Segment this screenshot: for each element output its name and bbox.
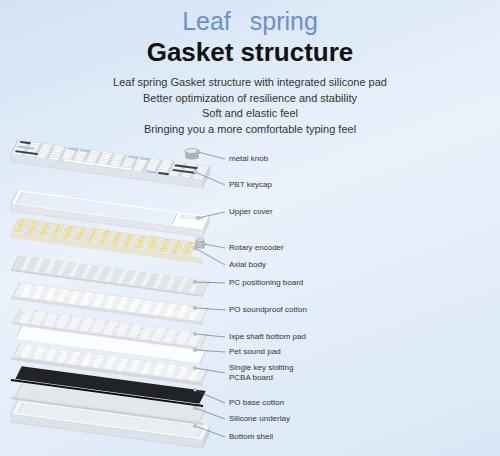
- part-label: Single key slotting PCBA board: [229, 363, 309, 383]
- title: Leaf spring Gasket structure: [143, 6, 357, 68]
- part-label: Pet sound pad: [229, 347, 281, 357]
- part-label: PO soundproof cotton: [229, 305, 307, 315]
- subtitle-line: Bringing you a more comfortable typing f…: [0, 123, 500, 136]
- leader-lines: [195, 152, 225, 437]
- part-label: PC positioning board: [229, 278, 303, 288]
- part-label: Silicone underlay: [229, 414, 290, 424]
- part-label: Upper cover: [229, 207, 273, 217]
- subtitle-line: Leaf spring Gasket structure with integr…: [0, 76, 500, 89]
- part-label: Axial body: [229, 260, 266, 270]
- part-label: Bottom shell: [229, 432, 273, 442]
- part-label: PBT keycap: [229, 180, 272, 190]
- part-label: Rotary encoder: [229, 243, 284, 253]
- part-label: Ixpe shaft bottom pad: [229, 332, 306, 342]
- subtitle-line: Soft and elastic feel: [0, 107, 500, 120]
- part-label: metal knob: [229, 154, 268, 164]
- subtitle-line: Better optimization of resilience and st…: [0, 92, 500, 105]
- part-label: PO base cotton: [229, 398, 284, 408]
